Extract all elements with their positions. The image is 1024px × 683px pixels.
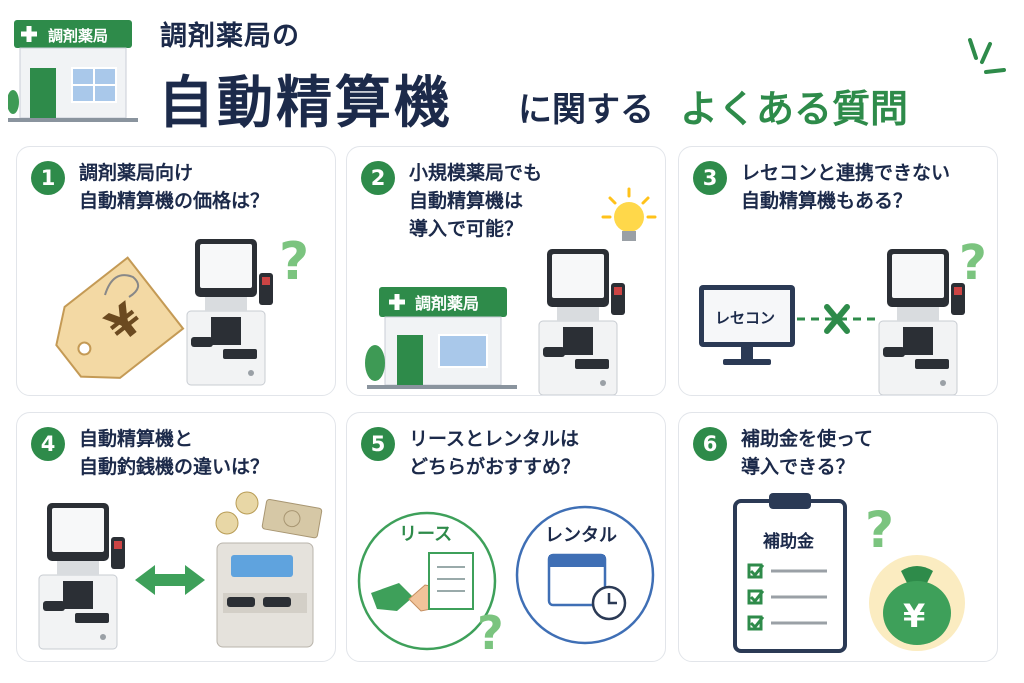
- lease-circle: リース: [357, 511, 497, 651]
- lightbulb-icon: [601, 187, 657, 241]
- faq-card-4[interactable]: 4 自動精算機と 自動釣銭機の違いは？: [16, 412, 336, 662]
- card-number: 2: [361, 161, 395, 195]
- title-line1: 調剤薬局の: [160, 21, 300, 52]
- kiosk-icon: [538, 248, 626, 395]
- banknote-icon: [261, 498, 323, 539]
- card-number: 5: [361, 427, 395, 461]
- change-machine-icon: [216, 542, 314, 648]
- header: 調剤薬局 調剤薬局の 自動精算機 に関する よくある質問: [0, 0, 1024, 136]
- header-sign-text: 調剤薬局: [48, 27, 108, 45]
- question-mark-icon: ?: [279, 232, 309, 292]
- title-main: 自動精算機: [158, 71, 453, 136]
- title-mid: に関する: [518, 90, 654, 130]
- svg-text:¥: ¥: [903, 597, 925, 635]
- tag-string: [104, 274, 140, 298]
- kiosk-icon: [38, 502, 126, 650]
- card-question: 小規模薬局でも 自動精算機は 導入で可能？: [409, 162, 543, 240]
- subsidy-label: 補助金: [762, 531, 815, 552]
- card-question: 調剤薬局向け 自動精算機の価格は？: [79, 162, 270, 212]
- card-question: レセコンと連携できない 自動精算機もある？: [741, 162, 951, 212]
- disconnect-x-icon: [824, 304, 850, 334]
- clipboard-icon: 補助金: [733, 493, 847, 653]
- sparkle-icon: [968, 38, 1006, 74]
- calendar-clock-icon: [547, 553, 627, 621]
- faq-card-1[interactable]: 1 調剤薬局向け 自動精算機の価格は？ ¥ ?: [16, 146, 336, 396]
- faq-card-6[interactable]: 6 補助金を使って 導入できる？ 補助金 ¥ ?: [678, 412, 998, 662]
- question-mark-icon: ?: [959, 235, 987, 291]
- faq-card-5[interactable]: 5 リースとレンタルは どちらがおすすめ？ リース ? レンタル: [346, 412, 666, 662]
- card-question: リースとレンタルは どちらがおすすめ？: [409, 428, 581, 478]
- card-number: 1: [31, 161, 65, 195]
- pharmacy-sign-text: 調剤薬局: [415, 294, 479, 313]
- kiosk-icon: [186, 238, 274, 386]
- faq-card-3[interactable]: 3 レセコンと連携できない 自動精算機もある？ レセコン ?: [678, 146, 998, 396]
- card-number: 6: [693, 427, 727, 461]
- price-tag-icon: ¥: [55, 256, 185, 379]
- double-arrow-icon: [135, 565, 205, 595]
- card-question: 自動精算機と 自動釣銭機の違いは？: [79, 428, 270, 478]
- rental-label: レンタル: [545, 525, 617, 546]
- card-question: 補助金を使って 導入できる？: [741, 428, 874, 478]
- pharmacy-building-icon: 調剤薬局: [8, 20, 138, 122]
- kiosk-icon: [878, 248, 966, 395]
- money-bag-icon: ¥: [883, 566, 951, 645]
- card-number: 4: [31, 427, 65, 461]
- question-mark-icon: ?: [477, 606, 504, 660]
- lease-label: リース: [399, 524, 452, 545]
- question-mark-icon: ?: [865, 501, 894, 559]
- pharmacy-building-icon: 調剤薬局: [365, 287, 517, 389]
- card-number: 3: [693, 161, 727, 195]
- title-green: よくある質問: [680, 87, 909, 131]
- rececon-label: レセコン: [715, 309, 775, 327]
- rental-circle: レンタル: [515, 505, 655, 645]
- faq-card-2[interactable]: 2 小規模薬局でも 自動精算機は 導入で可能？ 調剤薬局: [346, 146, 666, 396]
- coins-icon: [215, 491, 259, 535]
- monitor-icon: レセコン: [699, 285, 795, 365]
- document-icon: [428, 552, 474, 610]
